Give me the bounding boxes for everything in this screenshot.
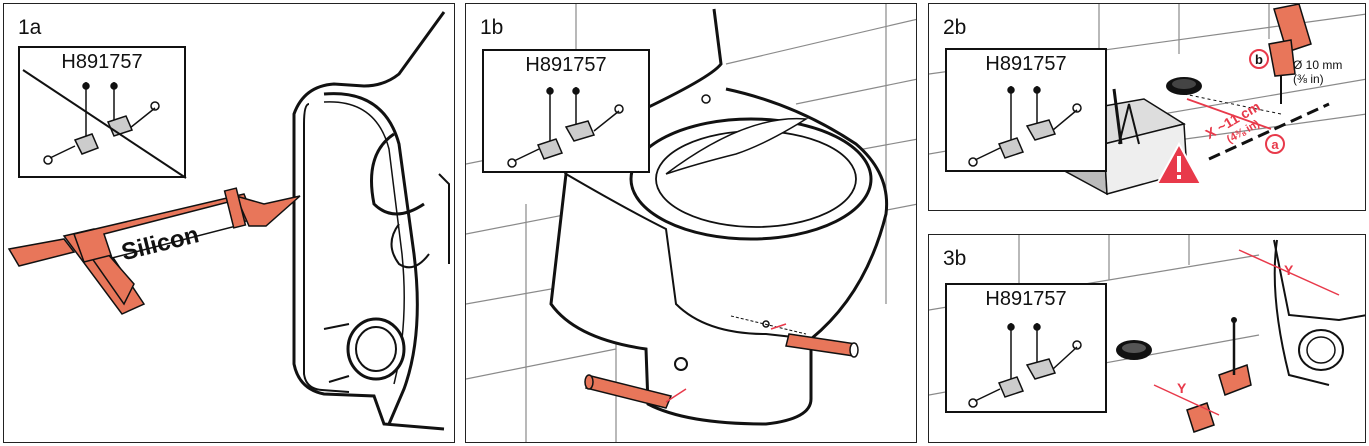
- warning-icon: [1155, 141, 1203, 185]
- fixing-kit-icon: [22, 69, 187, 179]
- fixing-kit-icon: [968, 323, 1082, 408]
- step-label: 1b: [480, 16, 504, 39]
- illustration-1b: [466, 4, 916, 442]
- fixing-kit-box: H891757: [945, 283, 1107, 413]
- kit-code: H891757: [985, 53, 1067, 75]
- dimension-y-label: Y: [1284, 262, 1294, 278]
- fixing-kit-icon: [507, 87, 624, 168]
- step-label: 1a: [18, 16, 42, 39]
- step-label: 3b: [943, 247, 967, 270]
- step-label: 2b: [943, 16, 967, 39]
- callout-b-label: b: [1255, 52, 1263, 67]
- drill-diameter: Ø 10 mm: [1293, 58, 1342, 72]
- fixing-kit-box: H891757: [18, 46, 187, 179]
- drill-diameter-imperial: (⅜ in): [1293, 72, 1324, 86]
- dimension-y-label: Y: [1177, 380, 1187, 396]
- fixing-kit-box: H891757: [945, 48, 1107, 172]
- callout-b: [1249, 49, 1269, 69]
- kit-code: H891757: [985, 288, 1067, 310]
- step-panel-2b: b a Ø 10 mm (⅜ in) X ~11 cm (4⅜ in) 2b H…: [928, 3, 1366, 211]
- kit-code: H891757: [525, 54, 607, 76]
- illustration-1a: Silicon: [7, 11, 450, 431]
- silicone-gun-icon: [7, 187, 301, 315]
- illustration-3b: Y Y: [929, 235, 1365, 433]
- step-panel-1a: Silicon 1a H891757: [3, 3, 455, 443]
- wall-plug-icon: [584, 333, 859, 409]
- fixing-kit-box: H891757: [482, 49, 650, 173]
- drill-icon: [1268, 4, 1312, 104]
- step-panel-1b: 1b H891757: [465, 3, 917, 443]
- callout-a: [1265, 134, 1285, 154]
- fixing-kit-icon: [968, 86, 1082, 167]
- kit-code: H891757: [61, 51, 143, 73]
- callout-a-label: a: [1271, 137, 1279, 152]
- step-panel-3b: Y Y 3b H891757: [928, 234, 1366, 443]
